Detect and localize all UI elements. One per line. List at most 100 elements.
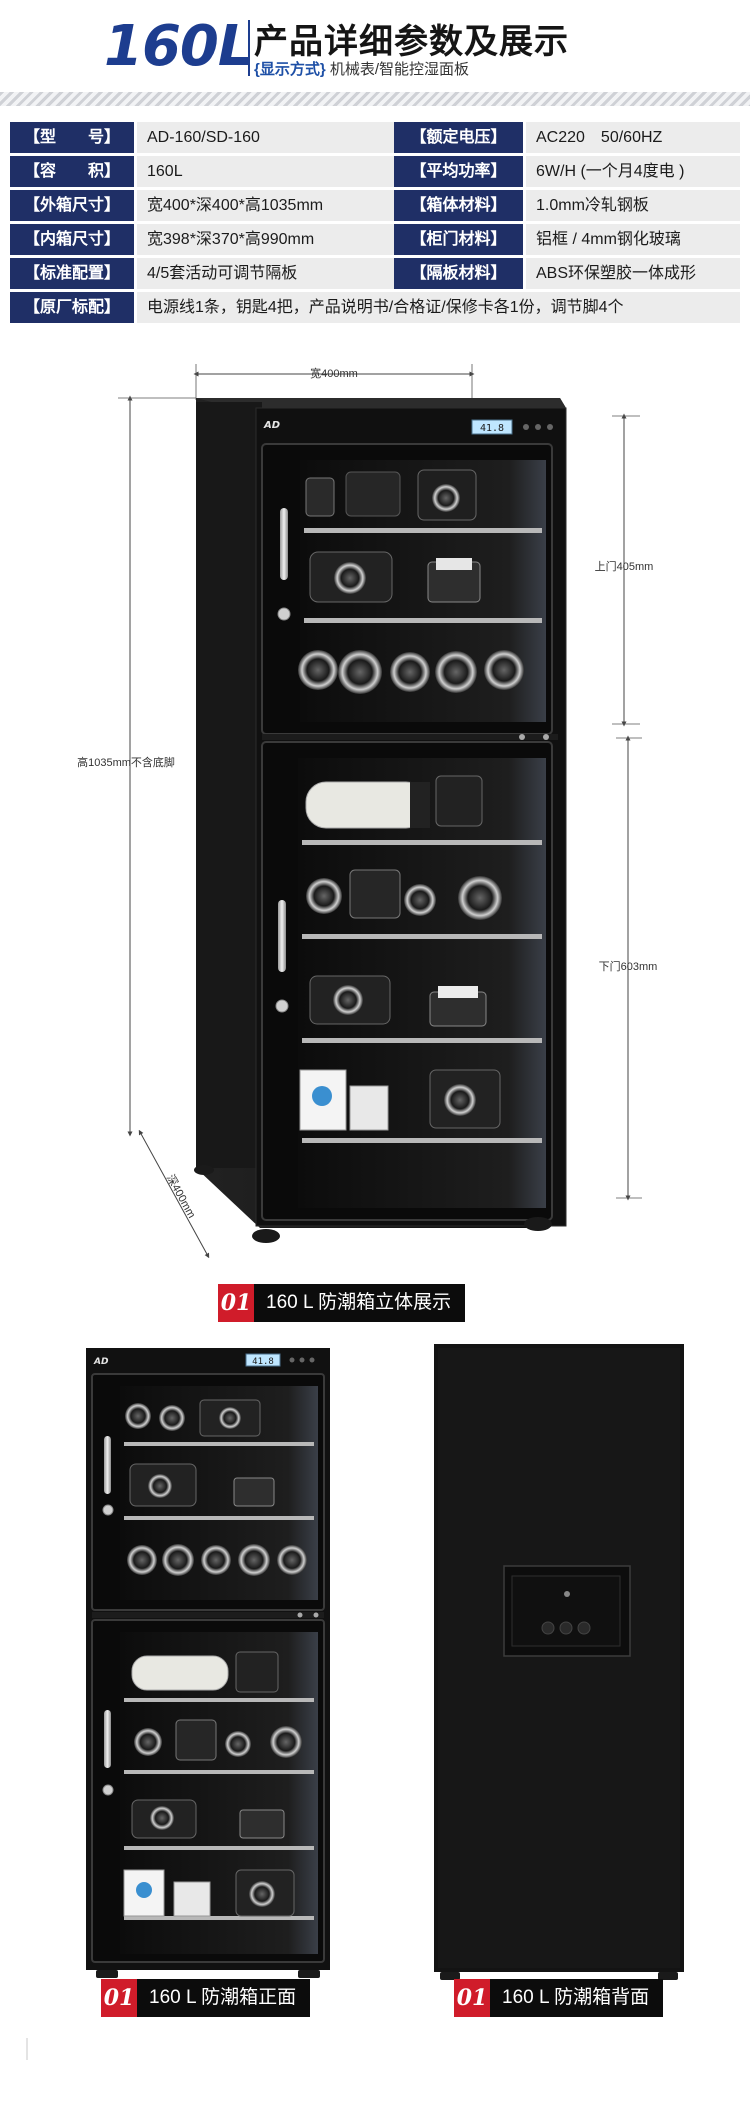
lens-icon bbox=[305, 477, 335, 517]
spec-row: 【外箱尺寸】 宽400*深400*高1035mm 【箱体材料】 1.0mm冷轧钢… bbox=[10, 190, 740, 221]
lens-icon bbox=[338, 650, 382, 694]
spec-value: 6W/H (一个月4度电 ) bbox=[526, 156, 740, 187]
lens-icon bbox=[333, 985, 363, 1015]
shelf bbox=[124, 1846, 314, 1850]
panel-button[interactable] bbox=[523, 424, 529, 430]
lock-icon[interactable] bbox=[275, 999, 289, 1013]
brand-logo: AD bbox=[263, 420, 280, 431]
lens-icon bbox=[435, 651, 477, 693]
adjustable-foot bbox=[658, 1972, 678, 1980]
shelf bbox=[302, 840, 542, 845]
shelf bbox=[124, 1770, 314, 1774]
lens-icon bbox=[432, 484, 460, 512]
spec-label: 【容 积】 bbox=[10, 156, 134, 187]
spec-row: 【型 号】 AD-160/SD-160 【额定电压】 AC220 50/60HZ bbox=[10, 122, 740, 153]
upper-door-handle[interactable] bbox=[280, 508, 288, 580]
panel-button[interactable] bbox=[309, 1357, 315, 1363]
shelf bbox=[124, 1516, 314, 1520]
page-header: 160L 产品详细参数及展示 {显示方式} 机械表/智能控湿面板 bbox=[0, 0, 750, 96]
humidity-readout: 41.8 bbox=[252, 1357, 274, 1367]
lens-icon bbox=[225, 1731, 251, 1757]
telephoto-lens-icon bbox=[305, 781, 427, 829]
spec-row-accessories: 【原厂标配】 电源线1条，钥匙4把，产品说明书/合格证/保修卡各1份，调节脚4个 bbox=[10, 292, 740, 323]
lower-door-handle[interactable] bbox=[104, 1710, 111, 1768]
adjustable-foot bbox=[524, 1217, 552, 1231]
lock-icon[interactable] bbox=[102, 1784, 114, 1796]
lens-icon bbox=[238, 1544, 270, 1576]
spec-value: 1.0mm冷轧钢板 bbox=[526, 190, 740, 221]
cabinet-back-view bbox=[434, 1344, 684, 1980]
lower-door-dimension-label: 下门603mm bbox=[599, 959, 658, 973]
lower-door-handle[interactable] bbox=[278, 900, 286, 972]
spec-value: 宽398*深370*高990mm bbox=[137, 224, 399, 255]
flash-icon bbox=[239, 1809, 285, 1839]
humidity-display bbox=[471, 419, 513, 435]
caption-text: 160 L 防潮箱立体展示 bbox=[266, 1292, 452, 1313]
panel-button[interactable] bbox=[289, 1357, 295, 1363]
caption-text: 160 L 防潮箱正面 bbox=[149, 1987, 297, 2008]
lock-icon[interactable] bbox=[277, 607, 291, 621]
spec-value: 4/5套活动可调节隔板 bbox=[137, 258, 399, 289]
lens-icon bbox=[390, 652, 430, 692]
shelf bbox=[124, 1916, 314, 1920]
brand-logo: AD bbox=[93, 1357, 109, 1367]
upper-door-dimension-label: 上门405mm bbox=[595, 559, 654, 573]
shelf bbox=[302, 1038, 542, 1043]
lens-icon bbox=[270, 1726, 302, 1758]
lens-icon bbox=[125, 1403, 151, 1429]
camera-icon bbox=[345, 471, 401, 517]
header-stripe bbox=[0, 92, 750, 106]
camera-icon bbox=[175, 1719, 217, 1761]
spec-value: 宽400*深400*高1035mm bbox=[137, 190, 399, 221]
adjustable-foot bbox=[440, 1972, 460, 1980]
lens-icon bbox=[159, 1405, 185, 1431]
header-divider bbox=[248, 20, 250, 76]
telephoto-lens-icon bbox=[131, 1655, 229, 1691]
caption-text: 160 L 防潮箱背面 bbox=[502, 1987, 650, 2008]
model-title: 160L bbox=[104, 14, 254, 79]
camera-icon bbox=[435, 775, 483, 827]
spec-label: 【额定电压】 bbox=[394, 122, 523, 153]
panel-button[interactable] bbox=[547, 424, 553, 430]
lens-icon bbox=[127, 1545, 157, 1575]
spec-row: 【标准配置】 4/5套活动可调节隔板 【隔板材料】 ABS环保塑胶一体成形 bbox=[10, 258, 740, 289]
depth-dimension-label: 深400mm bbox=[164, 1172, 198, 1220]
cabinet-side bbox=[196, 402, 262, 1168]
adjustable-foot bbox=[194, 1165, 214, 1175]
shelf bbox=[304, 528, 542, 533]
flash-icon bbox=[233, 1477, 275, 1507]
spec-row: 【容 积】 160L 【平均功率】 6W/H (一个月4度电 ) bbox=[10, 156, 740, 187]
page-title: 产品详细参数及展示 bbox=[254, 22, 569, 62]
height-dimension-label: 高1035mm不含底脚 bbox=[77, 755, 175, 769]
adjustable-foot bbox=[96, 1970, 118, 1978]
spec-label: 【柜门材料】 bbox=[394, 224, 523, 255]
camera-icon bbox=[349, 869, 401, 919]
panel-button[interactable] bbox=[535, 424, 541, 430]
spec-value: 铝框 / 4mm钢化玻璃 bbox=[526, 224, 740, 255]
shelf bbox=[124, 1698, 314, 1702]
spec-label: 【隔板材料】 bbox=[394, 258, 523, 289]
display-mode-value: 机械表/智能控湿面板 bbox=[329, 61, 470, 78]
spec-value: 160L bbox=[137, 156, 399, 187]
spec-row: 【内箱尺寸】 宽398*深370*高990mm 【柜门材料】 铝框 / 4mm钢… bbox=[10, 224, 740, 255]
humidity-readout: 41.8 bbox=[480, 423, 504, 434]
upper-door-handle[interactable] bbox=[104, 1436, 111, 1494]
lens-icon bbox=[444, 1084, 476, 1116]
spec-value: AD-160/SD-160 bbox=[137, 122, 399, 153]
depth-dimension-line bbox=[138, 1129, 210, 1259]
camera-icon bbox=[235, 1651, 279, 1693]
panel-button[interactable] bbox=[299, 1357, 305, 1363]
product-box bbox=[173, 1881, 211, 1917]
lens-icon bbox=[306, 878, 342, 914]
lens-icon bbox=[148, 1474, 172, 1498]
lock-icon[interactable] bbox=[102, 1504, 114, 1516]
shelf bbox=[302, 1138, 542, 1143]
spec-label: 【箱体材料】 bbox=[394, 190, 523, 221]
spec-label: 【型 号】 bbox=[10, 122, 134, 153]
spec-table: 【型 号】 AD-160/SD-160 【额定电压】 AC220 50/60HZ… bbox=[10, 122, 740, 326]
lens-icon bbox=[277, 1545, 307, 1575]
shelf bbox=[124, 1442, 314, 1446]
